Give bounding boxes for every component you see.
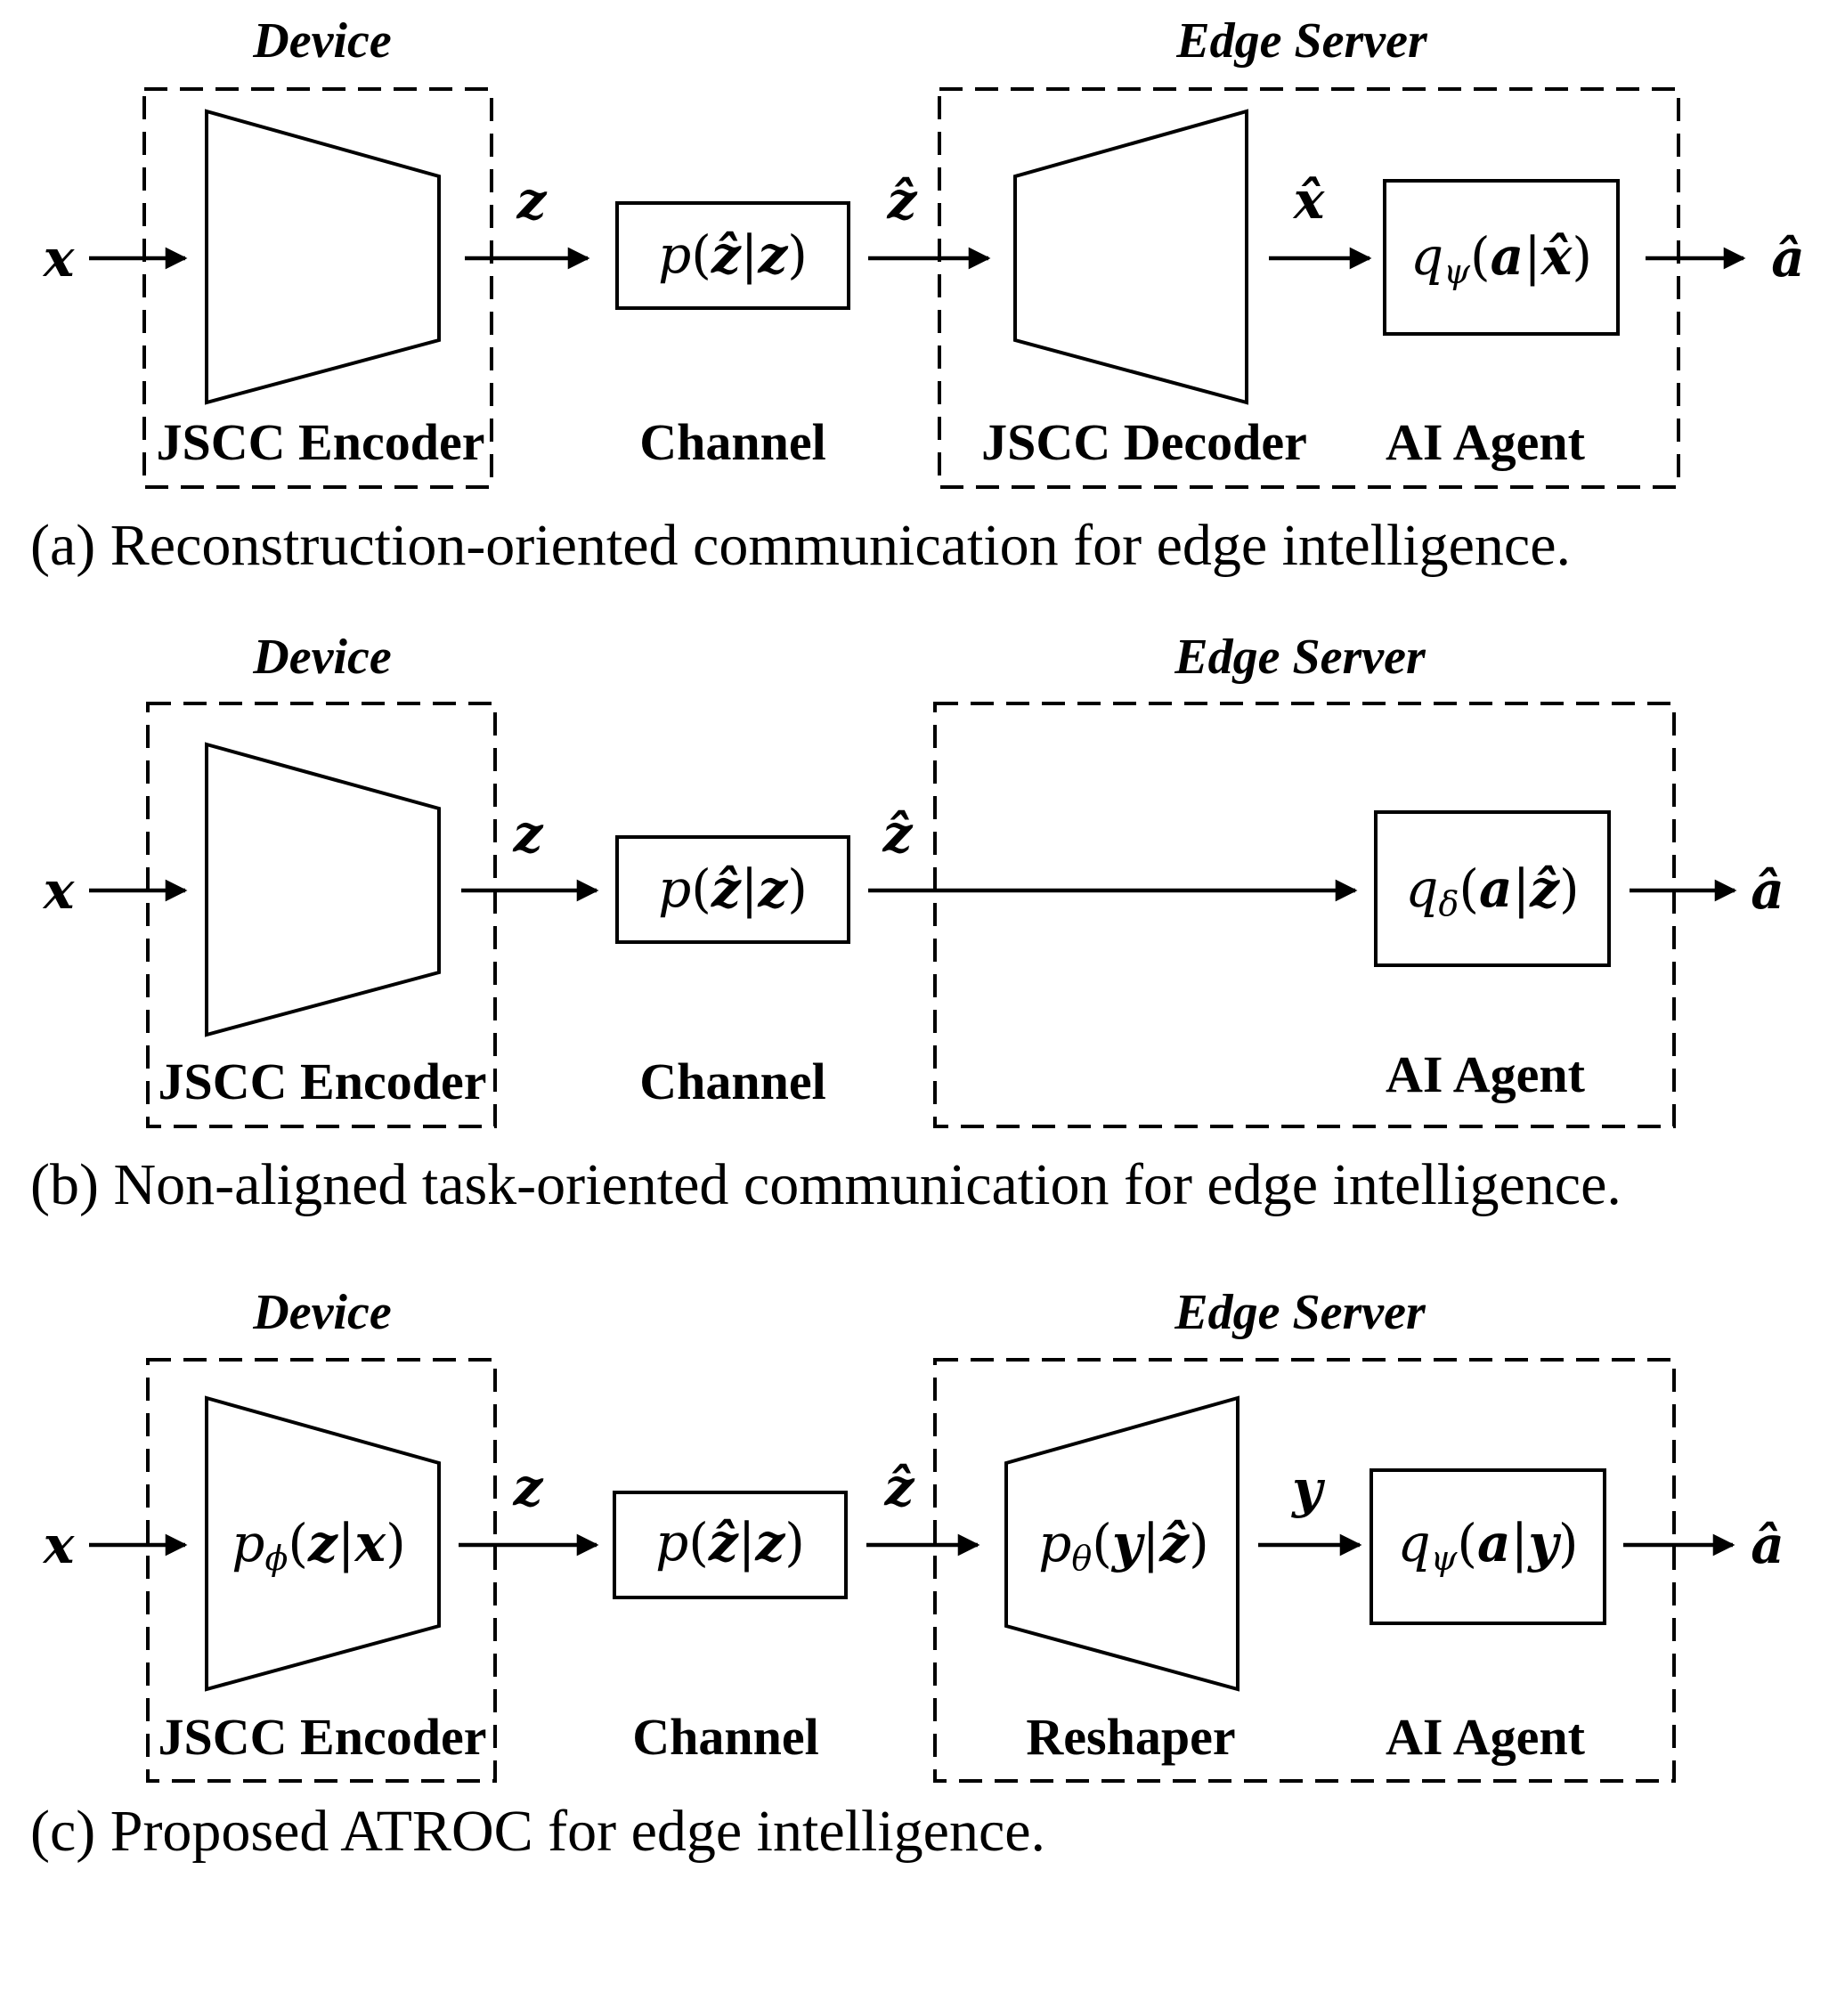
reshaper-trapezoid xyxy=(1004,1395,1239,1692)
edge-server-title: Edge Server xyxy=(1174,1285,1426,1340)
device-title: Device xyxy=(252,630,391,685)
ai-agent-box xyxy=(1374,810,1611,967)
channel-math: p(ẑ|z) xyxy=(658,224,808,285)
ai-agent-label: AI Agent xyxy=(1386,413,1586,471)
encoder-output-symbol: z xyxy=(516,170,548,231)
input-symbol: x xyxy=(42,860,76,921)
caption-c: (c) Proposed ATROC for edge intelligence… xyxy=(30,1799,1045,1864)
jscc-encoder-trapezoid xyxy=(205,1395,441,1692)
ai-agent-math: qδ(a|ẑ) xyxy=(1405,858,1579,923)
encoder-output-symbol: z xyxy=(513,803,544,864)
output-symbol: â xyxy=(1751,860,1784,921)
jscc-encoder-label: JSCC Encoder xyxy=(158,1053,487,1110)
channel-output-symbol: ẑ xyxy=(887,170,918,231)
reshaper-label: Reshaper xyxy=(1026,1708,1235,1766)
ai-agent-box xyxy=(1383,179,1620,336)
device-title: Device xyxy=(252,13,391,69)
panel-c: Device Edge Server x z ẑ y â pϕ(z|x) p(ẑ… xyxy=(30,1285,1784,1864)
channel-label: Channel xyxy=(639,1053,826,1110)
ai-agent-label: AI Agent xyxy=(1386,1045,1586,1103)
channel-output-symbol: ẑ xyxy=(884,1457,915,1517)
channel-box xyxy=(615,835,850,944)
jscc-decoder-trapezoid xyxy=(1013,109,1248,405)
channel-box xyxy=(613,1491,848,1599)
channel-label: Channel xyxy=(639,413,826,471)
device-box xyxy=(146,1358,497,1783)
reshaper-math: pθ(y|ẑ) xyxy=(1038,1513,1209,1578)
caption-b: (b) Non-aligned task-oriented communicat… xyxy=(30,1152,1621,1217)
edge-server-box xyxy=(933,1358,1676,1783)
panel-a: Device Edge Server x z ẑ x̂ â p(ẑ|z) qψ(… xyxy=(30,13,1805,578)
jscc-encoder-trapezoid xyxy=(205,742,441,1037)
edge-server-box xyxy=(938,87,1680,489)
channel-label: Channel xyxy=(632,1708,819,1766)
jscc-encoder-math: pϕ(z|x) xyxy=(232,1513,405,1578)
channel-box xyxy=(615,201,850,310)
device-box xyxy=(146,702,497,1128)
edge-server-title: Edge Server xyxy=(1174,630,1426,685)
jscc-encoder-trapezoid xyxy=(205,109,441,405)
ai-agent-box xyxy=(1370,1468,1606,1625)
input-symbol: x xyxy=(42,228,76,289)
edge-server-box xyxy=(933,702,1676,1128)
edge-server-title: Edge Server xyxy=(1175,13,1428,69)
reshaper-output-symbol: y xyxy=(1290,1459,1326,1519)
decoder-output-symbol: x̂ xyxy=(1292,170,1326,231)
ai-agent-math: qψ(a|y) xyxy=(1397,1513,1578,1578)
channel-math: p(ẑ|z) xyxy=(658,858,808,919)
device-box xyxy=(142,87,493,489)
output-symbol: â xyxy=(1771,228,1805,289)
device-title: Device xyxy=(252,1285,391,1340)
channel-math: p(ẑ|z) xyxy=(655,1512,805,1573)
jscc-encoder-label: JSCC Encoder xyxy=(158,1708,487,1766)
channel-output-symbol: ẑ xyxy=(882,803,914,864)
jscc-decoder-label: JSCC Decoder xyxy=(981,413,1307,471)
ai-agent-math: qψ(a|x̂) xyxy=(1410,226,1592,291)
panel-b: Device Edge Server x z ẑ â p(ẑ|z) qδ(a|ẑ… xyxy=(30,630,1784,1217)
output-symbol: â xyxy=(1751,1515,1784,1575)
input-symbol: x xyxy=(42,1515,76,1575)
jscc-encoder-label: JSCC Encoder xyxy=(157,413,485,471)
encoder-output-symbol: z xyxy=(513,1457,544,1517)
caption-a: (a) Reconstruction-oriented communicatio… xyxy=(30,513,1571,578)
ai-agent-label: AI Agent xyxy=(1386,1708,1586,1766)
